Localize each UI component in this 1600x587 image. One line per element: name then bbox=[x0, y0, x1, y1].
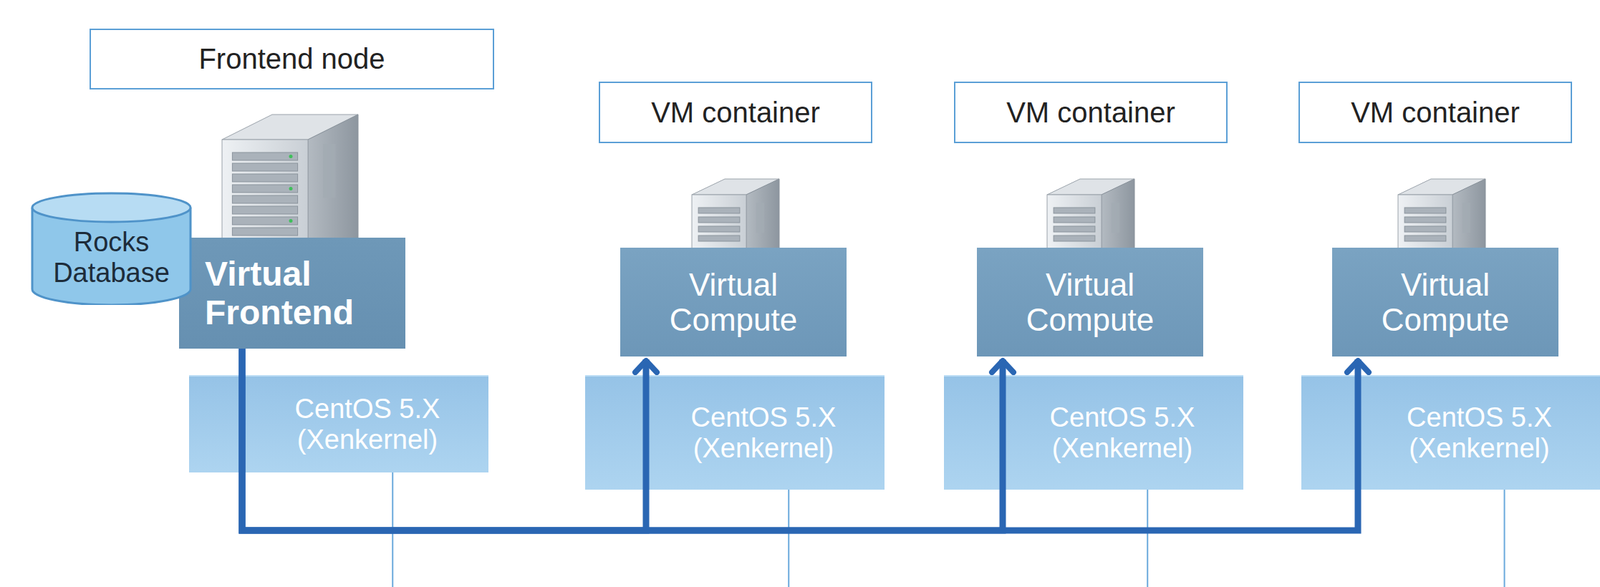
group-label: VM container bbox=[1298, 81, 1573, 144]
drive-bay bbox=[232, 217, 298, 225]
node-text: CentOS 5.X (Xenkernel) bbox=[670, 402, 857, 464]
node-text: VM container bbox=[1350, 96, 1520, 129]
node-text: Virtual Frontend bbox=[204, 254, 370, 333]
vm-deploy-arrow bbox=[242, 348, 647, 531]
server-vent bbox=[1462, 202, 1472, 233]
drive-bay bbox=[1404, 226, 1447, 233]
virtual-compute-box: Virtual Compute bbox=[1332, 247, 1559, 357]
network-drop-line bbox=[1504, 489, 1506, 587]
node-text: Frontend node bbox=[198, 42, 385, 76]
node-text: VM container bbox=[651, 96, 821, 129]
vm-deploy-arrow bbox=[242, 348, 1003, 531]
os-layer-box: CentOS 5.X (Xenkernel) bbox=[189, 375, 489, 473]
drive-bay bbox=[698, 235, 740, 242]
node-text: CentOS 5.X (Xenkernel) bbox=[1029, 402, 1216, 464]
group-label: VM container bbox=[598, 81, 873, 144]
database-cylinder: Rocks Database bbox=[30, 191, 192, 306]
node-text: Virtual Compute bbox=[1007, 267, 1173, 339]
node-text: CentOS 5.X (Xenkernel) bbox=[1386, 402, 1573, 464]
status-light bbox=[289, 186, 293, 191]
os-layer-box: CentOS 5.X (Xenkernel) bbox=[943, 375, 1244, 490]
node-text: Virtual Compute bbox=[651, 267, 816, 339]
os-layer-box: CentOS 5.X (Xenkernel) bbox=[1301, 375, 1600, 490]
network-drop-line bbox=[787, 489, 790, 587]
drive-bay bbox=[1053, 207, 1096, 214]
drive-bay bbox=[232, 227, 298, 236]
vm-deploy-arrow bbox=[242, 348, 1358, 531]
drive-bay bbox=[232, 163, 298, 172]
drive-bay bbox=[232, 174, 298, 182]
server-vent bbox=[756, 202, 765, 233]
virtual-frontend-box: Virtual Frontend bbox=[179, 237, 406, 349]
drive-bay bbox=[698, 207, 740, 214]
drive-bay bbox=[232, 184, 298, 193]
drive-bay bbox=[698, 226, 740, 233]
status-light bbox=[289, 154, 293, 159]
drive-bay bbox=[232, 206, 298, 215]
node-text: Virtual Compute bbox=[1362, 267, 1528, 339]
drive-bay bbox=[1404, 235, 1447, 242]
virtual-compute-box: Virtual Compute bbox=[976, 247, 1204, 357]
drive-bay bbox=[1053, 235, 1096, 242]
drive-bay bbox=[698, 217, 740, 223]
server-vent bbox=[1111, 202, 1121, 233]
drive-bay bbox=[232, 152, 298, 161]
cylinder-top bbox=[32, 193, 191, 223]
drive-bay bbox=[1404, 207, 1447, 214]
group-label: Frontend node bbox=[89, 28, 495, 90]
node-text: CentOS 5.X (Xenkernel) bbox=[274, 393, 461, 455]
drive-bay bbox=[232, 195, 298, 204]
status-light bbox=[289, 219, 293, 223]
drive-bay bbox=[1053, 226, 1096, 233]
os-layer-box: CentOS 5.X (Xenkernel) bbox=[585, 375, 885, 490]
network-drop-line bbox=[1146, 489, 1149, 587]
drive-bay bbox=[1404, 217, 1447, 223]
server-vent bbox=[323, 143, 336, 198]
group-label: VM container bbox=[953, 81, 1228, 144]
node-text: VM container bbox=[1006, 96, 1176, 129]
drive-bay bbox=[1053, 217, 1096, 223]
node-text: Rocks Database bbox=[40, 227, 184, 288]
virtual-compute-box: Virtual Compute bbox=[620, 247, 847, 357]
